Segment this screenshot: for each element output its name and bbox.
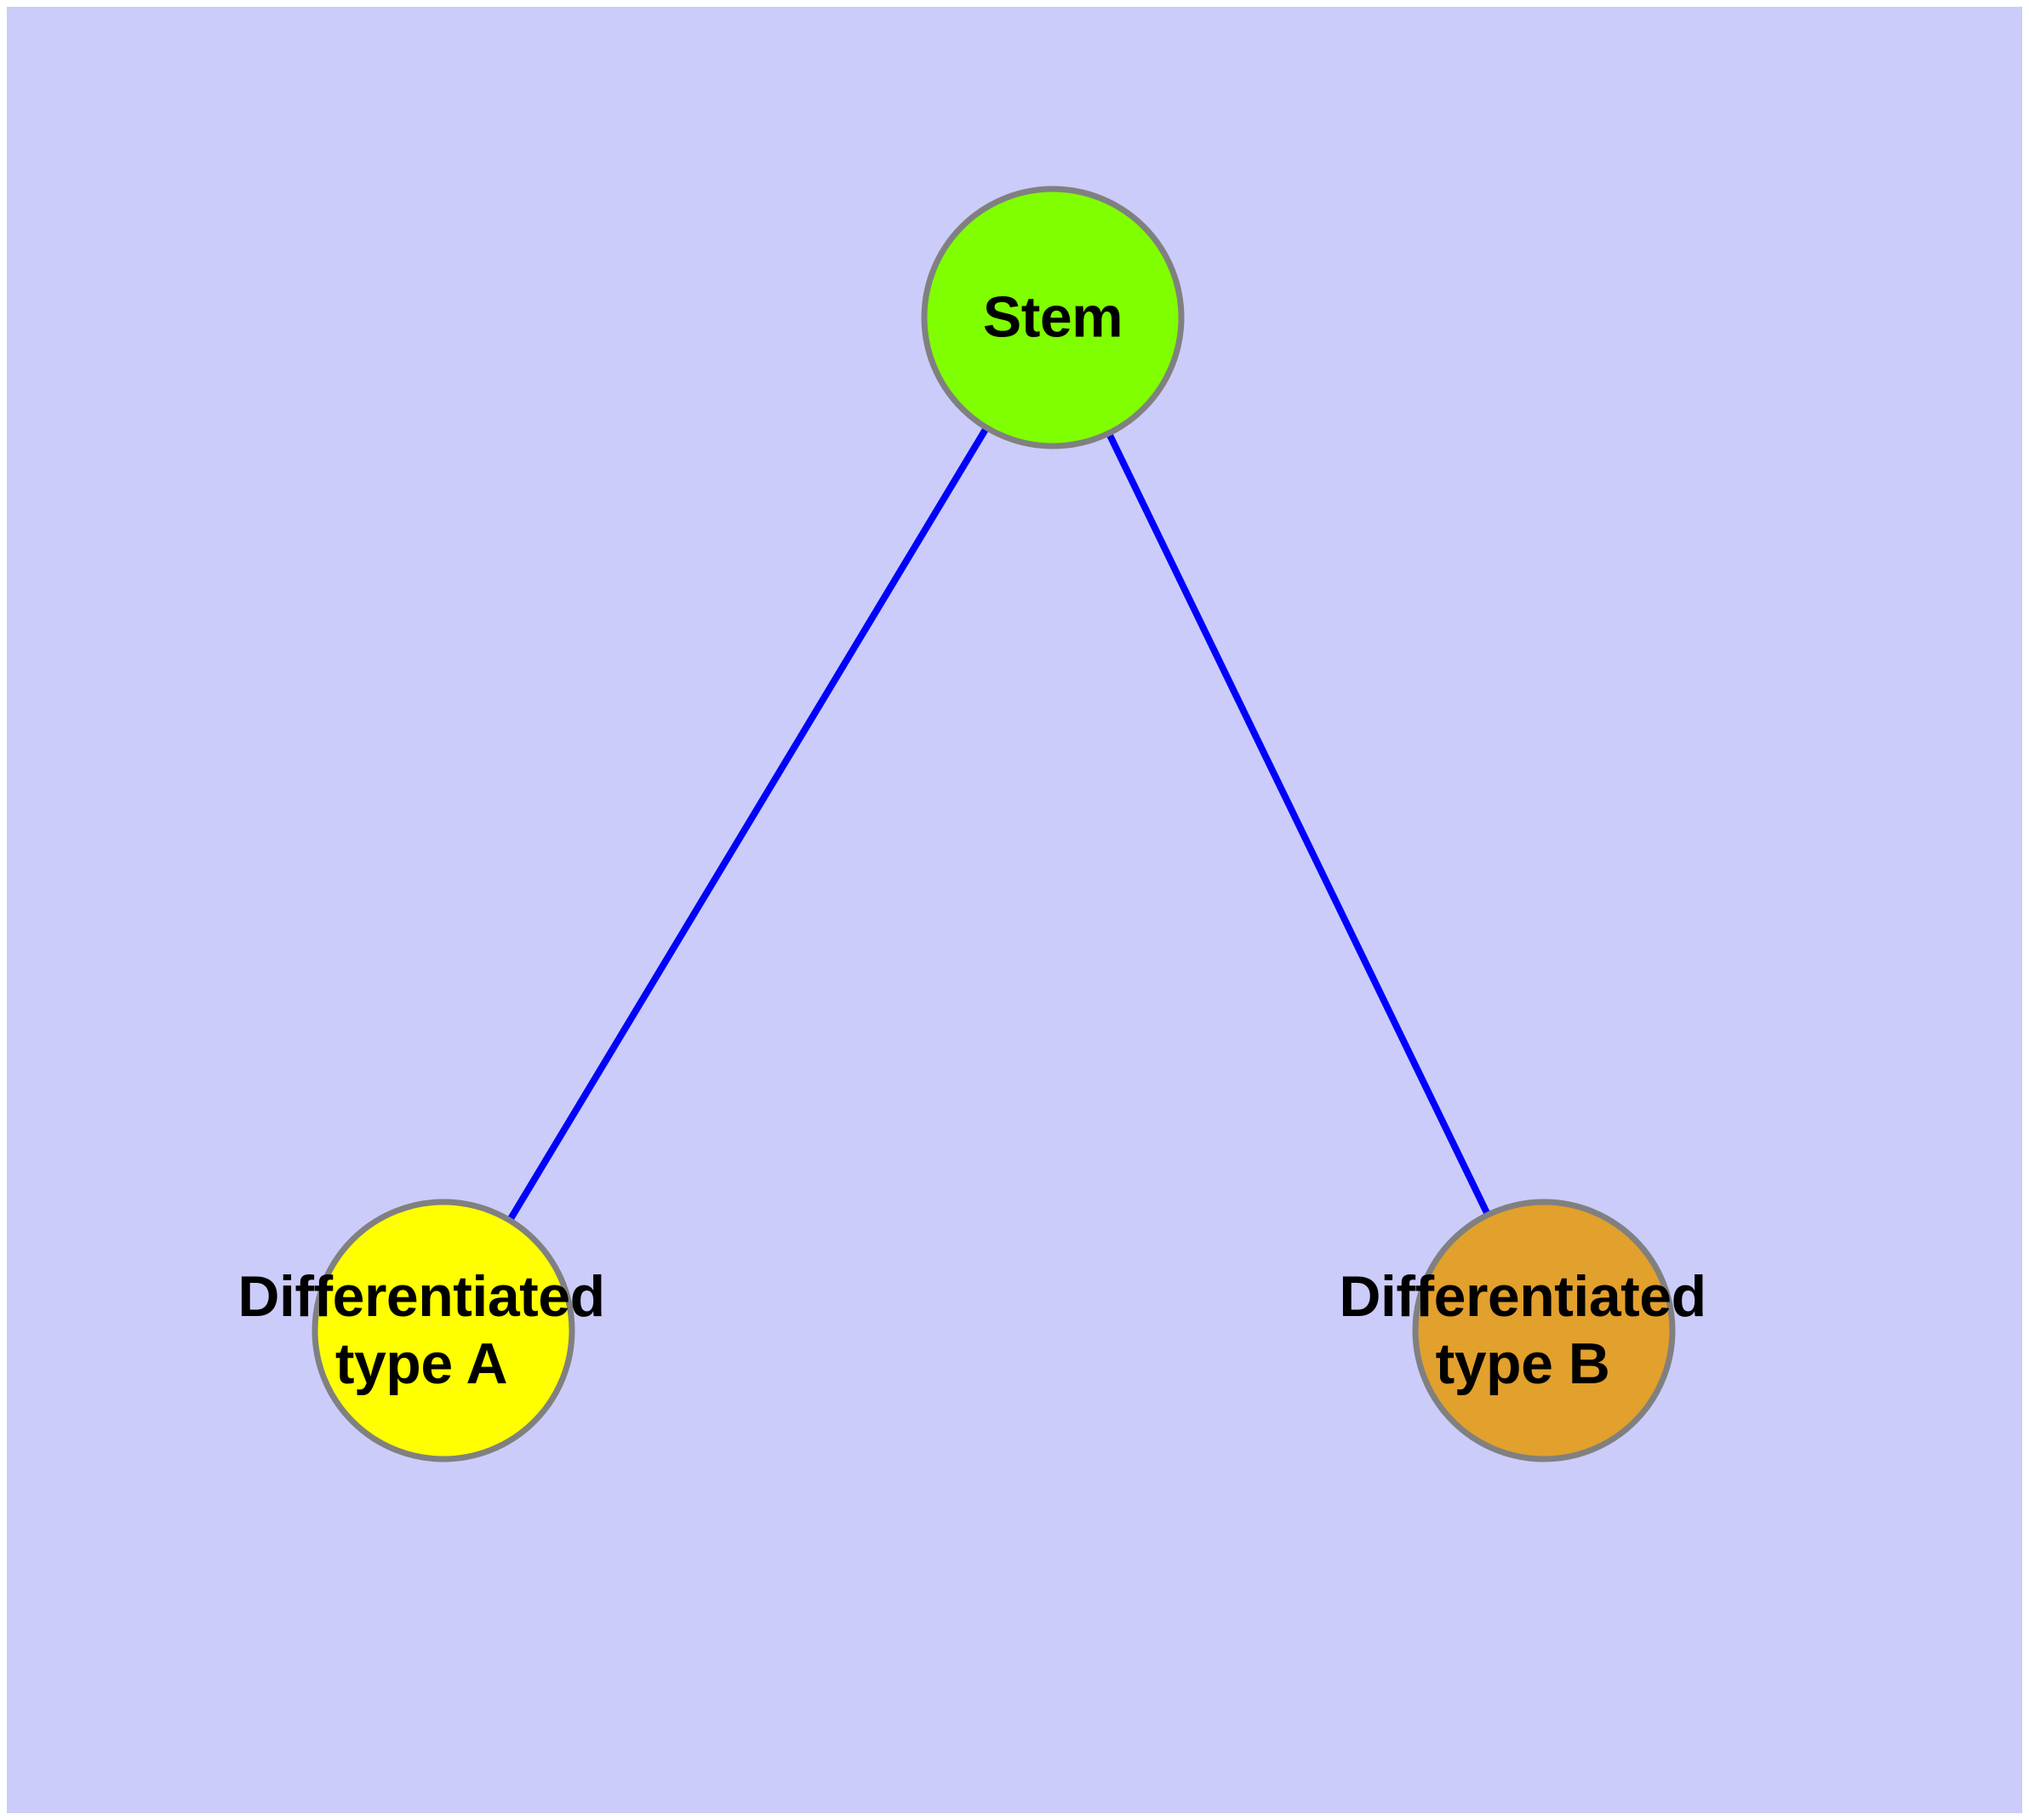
graph-node-stem[interactable] [921, 186, 1185, 449]
graph-edge-stem-diff_a[interactable] [505, 422, 992, 1226]
graph-node-diff_b[interactable] [1412, 1199, 1676, 1462]
node-layer [311, 186, 1676, 1462]
graph-edge-stem-diff_b[interactable] [1104, 428, 1493, 1220]
edge-layer [505, 422, 1493, 1226]
graph-node-diff_a[interactable] [311, 1199, 575, 1462]
